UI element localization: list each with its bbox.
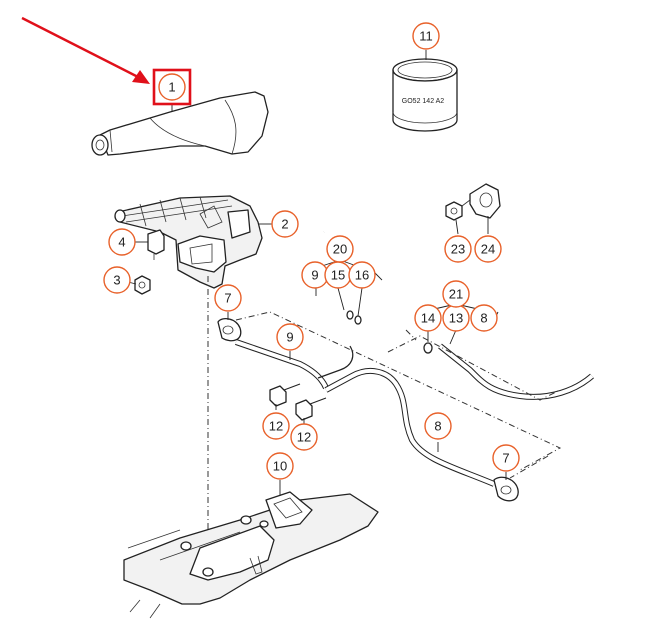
- callout-23[interactable]: 23: [444, 235, 472, 263]
- cable-eye-part-7-upper[interactable]: [217, 317, 242, 342]
- pointer-arrow: [21, 16, 150, 84]
- callout-16[interactable]: 16: [348, 261, 376, 289]
- svg-text:7: 7: [224, 291, 231, 306]
- svg-text:9: 9: [286, 330, 293, 345]
- callout-15[interactable]: 15: [324, 261, 352, 289]
- svg-text:8: 8: [434, 419, 441, 434]
- callout-8-upper[interactable]: 8: [470, 304, 498, 332]
- svg-text:2: 2: [281, 217, 288, 232]
- floor-mount-part-10[interactable]: [123, 491, 379, 619]
- handbrake-lever-part-2[interactable]: [114, 195, 263, 289]
- callout-7-lower[interactable]: 7: [492, 444, 520, 472]
- callout-13[interactable]: 13: [442, 304, 470, 332]
- bolt-part-12-right[interactable]: [295, 397, 327, 421]
- svg-text:10: 10: [273, 459, 287, 474]
- callout-21[interactable]: 21: [442, 280, 470, 308]
- callout-3[interactable]: 3: [103, 266, 131, 294]
- svg-text:4: 4: [118, 235, 125, 250]
- nut-part-23[interactable]: [445, 201, 463, 221]
- svg-text:9: 9: [311, 268, 318, 283]
- svg-text:1: 1: [168, 80, 175, 95]
- brake-cable-part-9[interactable]: [235, 339, 354, 390]
- callout-9-lower[interactable]: 9: [276, 323, 304, 351]
- callout-4[interactable]: 4: [108, 228, 136, 256]
- callout-9-upper[interactable]: 9: [301, 261, 329, 289]
- svg-text:13: 13: [449, 311, 463, 326]
- svg-text:21: 21: [449, 287, 463, 302]
- callout-12-left[interactable]: 12: [262, 412, 290, 440]
- brake-cable-left-part-20[interactable]: [295, 230, 362, 325]
- svg-text:20: 20: [333, 242, 347, 257]
- handbrake-grip-part-1[interactable]: [91, 91, 269, 156]
- part-code-label: GO52 142 A2: [402, 98, 445, 105]
- callout-1[interactable]: 1: [158, 73, 186, 101]
- svg-text:15: 15: [331, 268, 345, 283]
- svg-text:16: 16: [355, 268, 369, 283]
- svg-text:23: 23: [451, 242, 465, 257]
- callout-20[interactable]: 20: [326, 235, 354, 263]
- svg-text:12: 12: [297, 430, 311, 445]
- callout-14[interactable]: 14: [414, 304, 442, 332]
- svg-text:14: 14: [421, 311, 435, 326]
- sleeve-ring-part-11[interactable]: GO52 142 A2: [392, 58, 458, 132]
- callout-2[interactable]: 2: [271, 210, 299, 238]
- brake-cable-part-8[interactable]: [324, 367, 496, 487]
- callout-11[interactable]: 11: [412, 22, 440, 50]
- nut-part-3[interactable]: [134, 275, 151, 295]
- svg-text:24: 24: [481, 242, 495, 257]
- brake-cable-right-part-21[interactable]: [423, 342, 594, 400]
- cable-eye-part-7-lower[interactable]: [493, 476, 519, 502]
- svg-text:11: 11: [419, 29, 433, 44]
- svg-text:7: 7: [502, 451, 509, 466]
- cable-clip-part-24[interactable]: [461, 183, 501, 219]
- svg-text:8: 8: [480, 311, 487, 326]
- svg-text:12: 12: [269, 419, 283, 434]
- callout-10[interactable]: 10: [266, 452, 294, 480]
- assembly-guide-lines: [207, 276, 562, 560]
- switch-part-4[interactable]: [147, 229, 165, 260]
- highlight-box: [152, 68, 192, 106]
- callout-7-upper[interactable]: 7: [214, 284, 242, 312]
- callout-12-right[interactable]: 12: [290, 423, 318, 451]
- callout-8-lower[interactable]: 8: [424, 412, 452, 440]
- bolt-part-12-left[interactable]: [269, 383, 301, 407]
- svg-text:3: 3: [113, 273, 120, 288]
- callout-24[interactable]: 24: [474, 235, 502, 263]
